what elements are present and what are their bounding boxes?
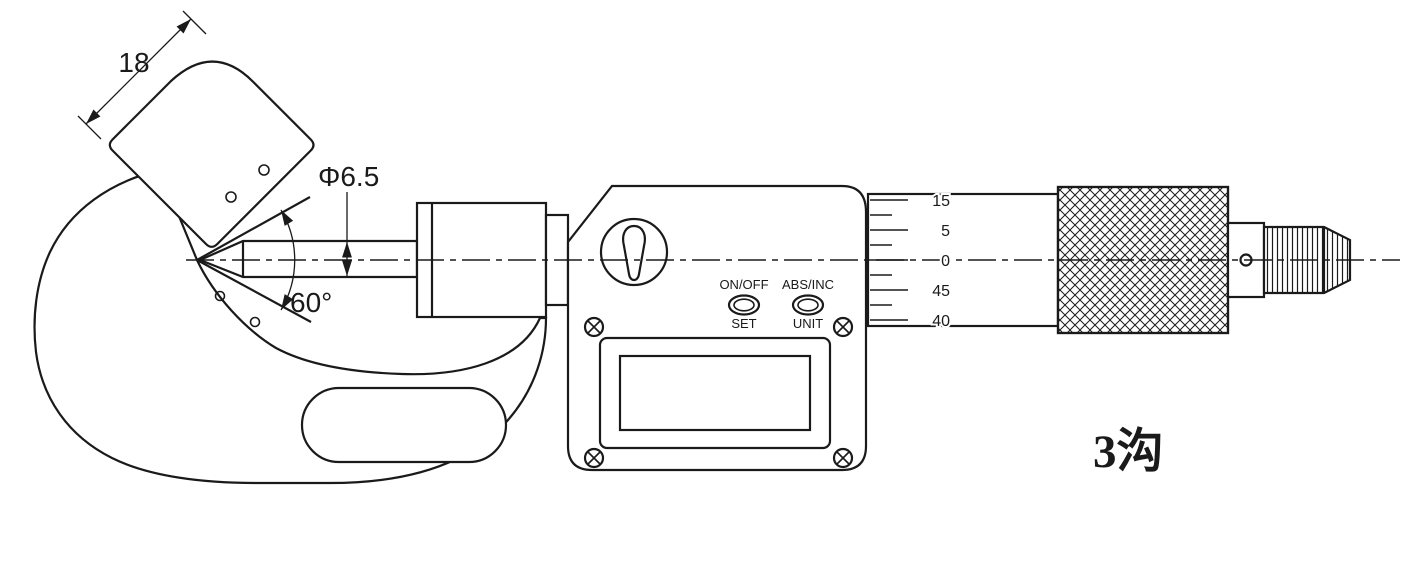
corner-screw — [832, 316, 854, 338]
lock-lever-ring — [599, 217, 669, 287]
thimble-scale-numbers: 15 5 0 45 40 — [930, 191, 952, 332]
spindle-outline — [197, 239, 419, 279]
v-groove-lower-face — [196, 259, 312, 323]
screw-head — [832, 316, 854, 338]
screw-cross-icon — [836, 320, 850, 334]
power-button[interactable] — [727, 294, 761, 316]
scale-number: 40 — [932, 313, 950, 330]
lock-lever-icon — [622, 224, 646, 282]
groove-caption: 3沟 — [1093, 426, 1164, 478]
anvil-hole — [225, 191, 237, 203]
c-frame — [33, 168, 548, 485]
corner-screw — [583, 316, 605, 338]
set-caption: SET — [731, 316, 756, 331]
dim-spindle-diameter: Φ6.5 — [318, 161, 379, 276]
screw-cross-icon — [587, 320, 601, 334]
unit-caption: UNIT — [793, 316, 823, 331]
screw-head — [583, 316, 605, 338]
lcd-window — [618, 354, 812, 432]
dim-spindle-diameter-label: Φ6.5 — [318, 161, 379, 192]
scale-number: 45 — [932, 283, 950, 300]
frame-slot-cutout — [300, 386, 508, 464]
screw-head — [832, 447, 854, 469]
corner-screw — [583, 447, 605, 469]
extension-line — [77, 115, 102, 140]
screw-head — [583, 447, 605, 469]
frame-hole — [249, 316, 261, 328]
scale-number: 5 — [941, 223, 950, 240]
power-button-label: ON/OFF — [719, 277, 768, 292]
v-groove-upper-face — [196, 196, 311, 261]
mode-button-label: ABS/INC — [782, 277, 834, 292]
dim-anvil-width-label: 18 — [118, 47, 149, 78]
dim-anvil-width: 18 — [77, 10, 207, 140]
anvil-hole — [258, 164, 270, 176]
mode-button-inner — [797, 298, 819, 312]
dim-v-angle-label: 60° — [290, 287, 332, 318]
dim-v-angle: 60° — [280, 209, 332, 318]
lcd-bezel — [598, 336, 832, 450]
screw-cross-icon — [836, 451, 850, 465]
screw-cross-icon — [587, 451, 601, 465]
power-button-inner — [733, 298, 755, 312]
display-housing: ON/OFF ABS/INC SET UNIT — [566, 184, 868, 472]
extension-line — [182, 10, 207, 35]
spindle — [197, 239, 419, 279]
angle-arc — [280, 209, 296, 311]
mode-button[interactable] — [791, 294, 825, 316]
corner-screw — [832, 447, 854, 469]
frame-hole — [214, 290, 226, 302]
dimension-line — [85, 18, 192, 125]
scale-number: 15 — [932, 193, 950, 210]
scale-number: 0 — [941, 253, 950, 270]
